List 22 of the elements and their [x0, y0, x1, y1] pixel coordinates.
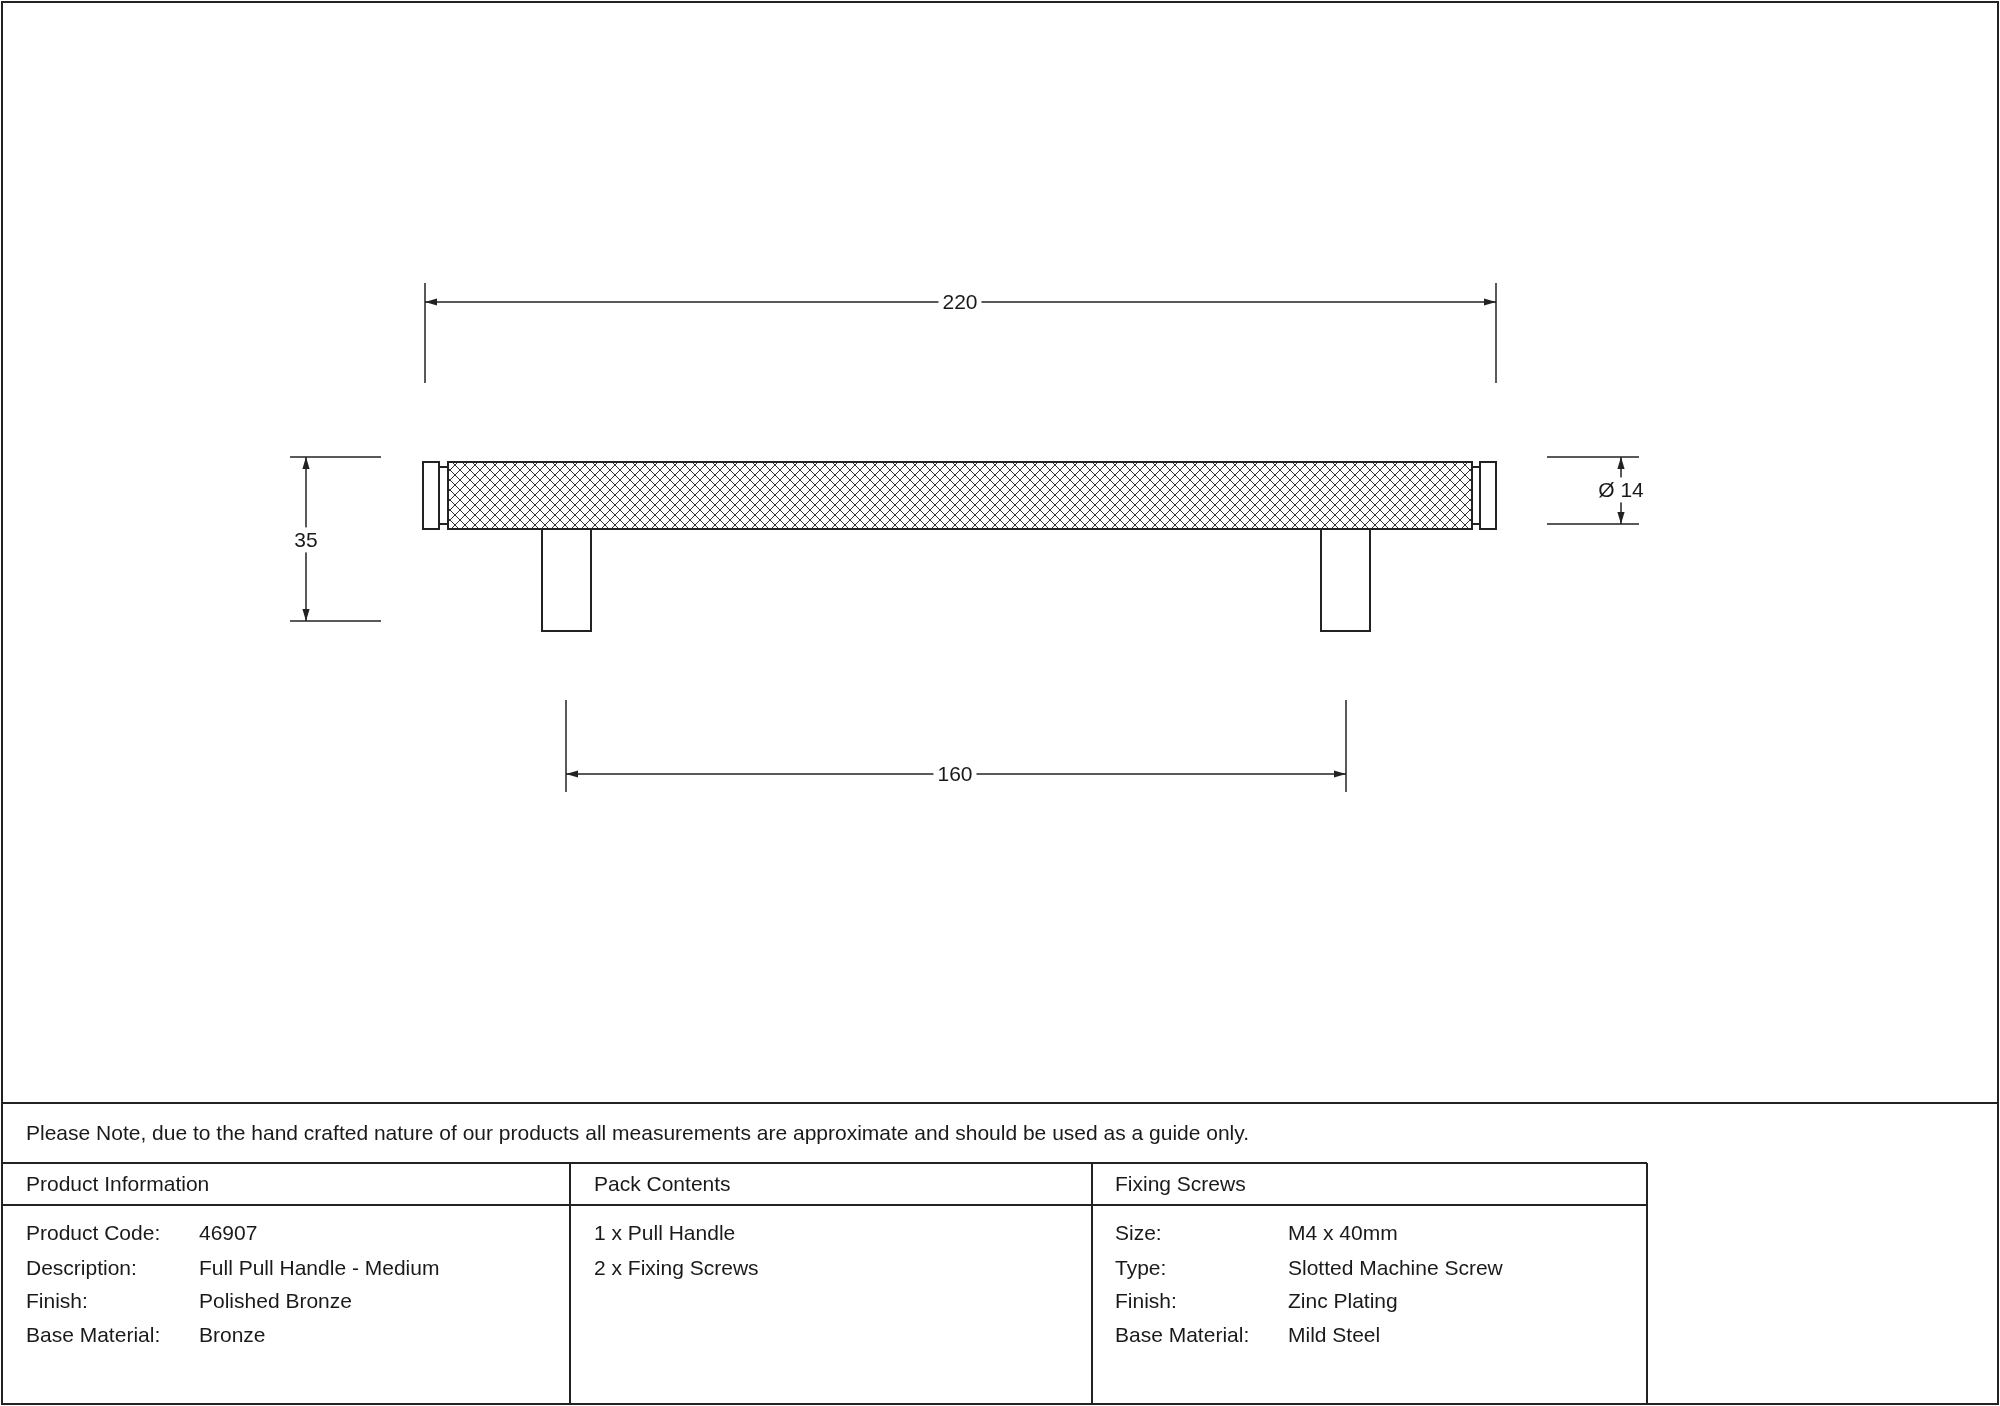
field-label: Size:	[1115, 1220, 1162, 1246]
table-heading: Fixing Screws	[1115, 1171, 1246, 1197]
list-item: 1 x Pull Handle	[594, 1220, 736, 1246]
field-value: 46907	[199, 1220, 258, 1246]
field-label: Base Material:	[26, 1322, 161, 1348]
table-heading: Product Information	[26, 1171, 210, 1197]
field-label: Product Code:	[26, 1220, 161, 1246]
field-value: Polished Bronze	[199, 1288, 352, 1314]
field-value: Bronze	[199, 1322, 266, 1348]
note-text: Please Note, due to the hand crafted nature of our products all measurements are approximate and should be used as a guide only.	[26, 1120, 1250, 1146]
field-label: Finish:	[26, 1288, 88, 1314]
field-value: Zinc Plating	[1288, 1288, 1398, 1314]
field-label: Base Material:	[1115, 1322, 1250, 1348]
field-value: Full Pull Handle - Medium	[199, 1255, 440, 1281]
field-value: M4 x 40mm	[1288, 1220, 1398, 1246]
field-label: Type:	[1115, 1255, 1167, 1281]
field-label: Description:	[26, 1255, 137, 1281]
table-heading: Pack Contents	[594, 1171, 731, 1197]
field-label: Finish:	[1115, 1288, 1177, 1314]
list-item: 2 x Fixing Screws	[594, 1255, 759, 1281]
field-value: Mild Steel	[1288, 1322, 1381, 1348]
field-value: Slotted Machine Screw	[1288, 1255, 1503, 1281]
